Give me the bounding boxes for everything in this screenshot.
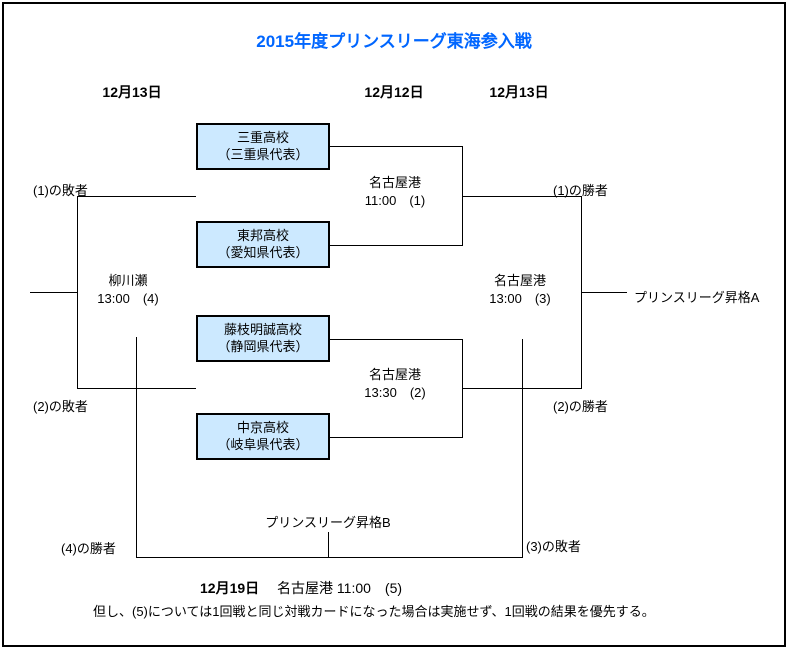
label-winner2: (2)の勝者 <box>553 399 608 414</box>
team-rep: （愛知県代表） <box>217 245 309 260</box>
label-loser2: (2)の敗者 <box>33 399 88 414</box>
match4-label: 柳川瀬 13:00 (4) <box>63 272 193 308</box>
team-name: 東邦高校 <box>236 228 289 243</box>
team-rep: （岐阜県代表） <box>217 437 309 452</box>
label-loser1: (1)の敗者 <box>33 183 88 198</box>
line-team4-out <box>330 437 462 438</box>
final-match-line: 12月19日 名古屋港 11:00 (5) <box>200 578 402 598</box>
label-promotion-b: プリンスリーグ昇格B <box>265 515 391 530</box>
match-slot: 13:30 (2) <box>364 385 426 400</box>
team-box-fujieda-meisei: 藤枝明誠高校 （静岡県代表） <box>196 315 330 362</box>
final-match-info: 名古屋港 11:00 (5) <box>277 580 403 596</box>
line-match4-out <box>30 292 77 293</box>
team-rep: （三重県代表） <box>217 147 309 162</box>
match1-label: 名古屋港 11:00 (1) <box>330 174 460 210</box>
line-loser1-h <box>77 196 196 197</box>
match-slot: 13:00 (4) <box>97 291 159 306</box>
label-winner1: (1)の勝者 <box>553 183 608 198</box>
line-team1-out <box>330 146 462 147</box>
match-slot: 11:00 (1) <box>364 193 426 208</box>
line-match1-out <box>462 196 581 197</box>
team-rep: （静岡県代表） <box>217 339 309 354</box>
line-team3-out <box>330 339 462 340</box>
line-winner4-v <box>136 337 137 558</box>
line-team2-out <box>330 245 462 246</box>
line-match5-h <box>136 557 523 558</box>
line-match2-out <box>462 388 581 389</box>
match-venue: 柳川瀬 <box>108 273 148 288</box>
line-loser3-v <box>522 339 523 558</box>
line-match3-out <box>581 292 627 293</box>
page-title: 2015年度プリンスリーグ東海参入戦 <box>256 32 532 51</box>
line-promotion-b-stub <box>328 532 329 557</box>
team-box-toho: 東邦高校 （愛知県代表） <box>196 221 330 268</box>
match-slot: 13:00 (3) <box>489 291 551 306</box>
label-loser3: (3)の敗者 <box>526 539 581 554</box>
match3-label: 名古屋港 13:00 (3) <box>455 272 585 308</box>
match-venue: 名古屋港 <box>368 367 421 382</box>
final-match-date: 12月19日 <box>200 580 260 596</box>
team-box-mie: 三重高校 （三重県代表） <box>196 123 330 170</box>
date-header-right: 12月13日 <box>489 84 549 100</box>
match2-label: 名古屋港 13:30 (2) <box>330 366 460 402</box>
team-name: 三重高校 <box>236 130 289 145</box>
match-venue: 名古屋港 <box>368 175 421 190</box>
team-box-chukyo: 中京高校 （岐阜県代表） <box>196 413 330 460</box>
label-winner4: (4)の勝者 <box>61 541 116 556</box>
match-venue: 名古屋港 <box>493 273 546 288</box>
label-promotion-a: プリンスリーグ昇格A <box>634 290 760 305</box>
page-border <box>2 2 786 647</box>
team-name: 藤枝明誠高校 <box>223 322 302 337</box>
date-header-left: 12月13日 <box>102 84 162 100</box>
team-name: 中京高校 <box>236 420 289 435</box>
date-header-middle: 12月12日 <box>364 84 424 100</box>
line-match4-v <box>77 196 78 389</box>
footnote: 但し、(5)については1回戦と同じ対戦カードになった場合は実施せず、1回戦の結果… <box>93 604 655 619</box>
